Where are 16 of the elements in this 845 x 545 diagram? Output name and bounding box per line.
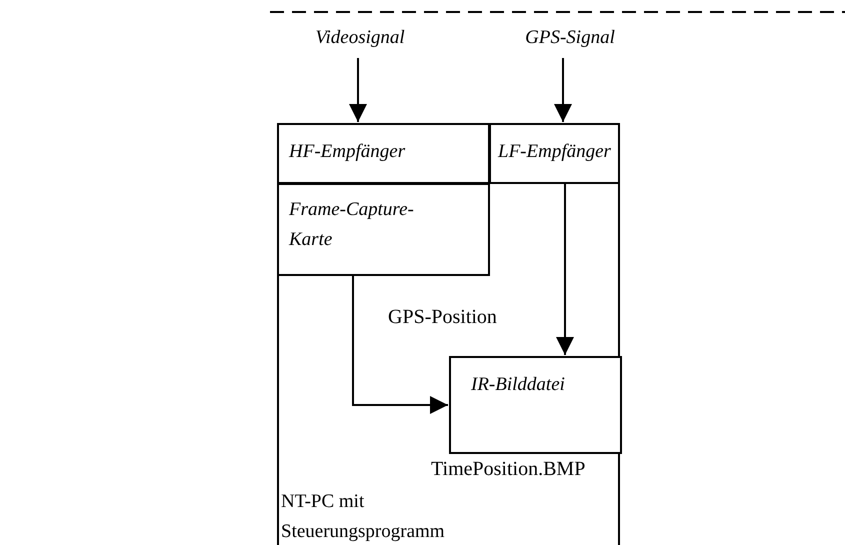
arrow: [554, 58, 572, 122]
node-label: NT-PC mit Steuerungsprogramm: [281, 490, 446, 544]
component-box: [277, 123, 490, 184]
file-name-label: TimePosition.BMP: [431, 457, 586, 482]
node-label: Videosignal: [315, 26, 405, 50]
node-label: HF-Empfänger: [289, 140, 406, 164]
pc-frame: [277, 123, 620, 545]
node-label: IR-Bilddatei: [471, 373, 566, 397]
node-label: GPS-Signal: [525, 26, 615, 50]
arrow: [352, 276, 448, 414]
component-box: [277, 183, 490, 276]
node-label: Frame-Capture-Karte: [289, 198, 415, 252]
component-box: [489, 123, 620, 184]
arrow: [556, 184, 574, 355]
arrow: [349, 58, 367, 122]
node-label: LF-Empfänger: [498, 140, 612, 164]
